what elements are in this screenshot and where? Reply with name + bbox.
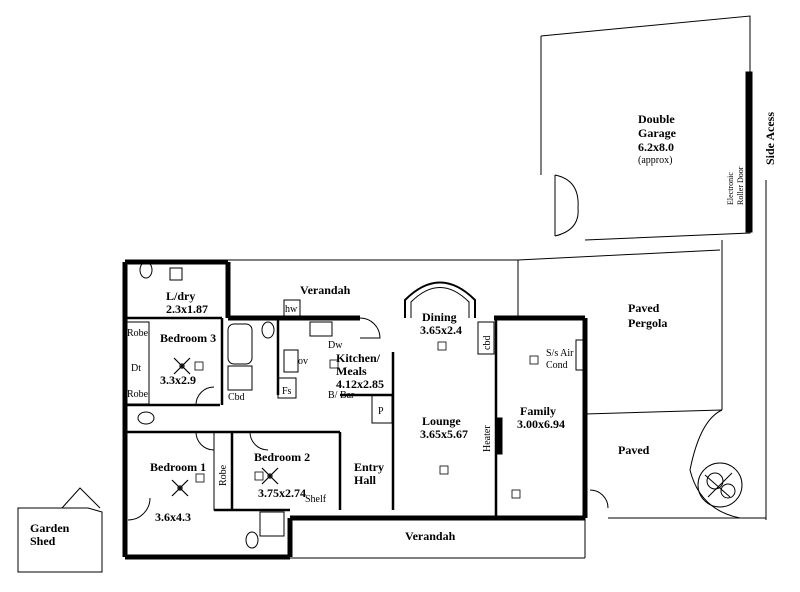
garage-size: 6.2x8.0 — [638, 140, 674, 154]
dining-size: 3.65x2.4 — [420, 323, 462, 337]
dining-bay — [404, 281, 476, 318]
bedroom3-size: 3.3x2.9 — [160, 373, 196, 387]
dining-name: Dining — [422, 310, 457, 324]
basin — [261, 321, 275, 339]
dt-label: Dt — [131, 363, 141, 374]
shed-door — [61, 487, 101, 509]
shed-line1: Garden — [30, 521, 70, 535]
roller-door-label-1: Electronic — [726, 172, 735, 205]
heater-label: Heater — [482, 425, 493, 452]
door-swing — [195, 386, 215, 406]
robe-label: Robe — [127, 328, 149, 339]
light-icon — [529, 355, 539, 365]
shelf-label: Shelf — [305, 494, 327, 505]
robe-strip-bed2 — [213, 431, 233, 511]
bedroom1-size: 3.6x4.3 — [155, 510, 191, 524]
pergola-label-1: Paved — [628, 301, 660, 315]
garage-title-2: Garage — [638, 126, 677, 140]
light-icon — [439, 465, 449, 475]
tree-icon — [697, 462, 743, 508]
paved-label: Paved — [618, 443, 650, 457]
dining-bay-inner — [410, 287, 470, 318]
laundry-name: L/dry — [166, 289, 195, 303]
verandah-bottom-label: Verandah — [405, 529, 456, 543]
garage-note: (approx) — [638, 155, 672, 166]
heater-unit — [495, 417, 503, 455]
light-icon — [254, 471, 264, 481]
garage-door-swing-1 — [554, 174, 579, 209]
toilet — [137, 411, 155, 425]
garage-title: Double — [638, 112, 675, 126]
oven — [309, 321, 333, 337]
air-cond-unit — [575, 339, 585, 371]
fan-icon — [173, 357, 191, 375]
shower-2 — [259, 511, 285, 537]
roller-door-label-2: Roller Door — [736, 166, 745, 205]
family-name: Family — [520, 404, 556, 418]
cbd-dining — [477, 321, 495, 355]
fs-label: Fs — [282, 386, 292, 397]
sink — [169, 267, 183, 281]
light-icon — [194, 361, 204, 371]
fan-icon — [171, 479, 189, 497]
cbd-label: Cbd — [228, 392, 245, 403]
light-icon — [329, 359, 339, 369]
shed-line2: Shed — [30, 534, 56, 548]
pergola-label-2: Pergola — [628, 316, 667, 330]
bathtub — [227, 323, 253, 365]
robe-label: Robe — [127, 389, 149, 400]
kitchen-size: 4.12x2.85 — [336, 377, 384, 391]
stove — [283, 349, 299, 373]
fridge-space — [277, 377, 297, 399]
garage-door-swing-2 — [554, 207, 579, 237]
door-swing — [589, 489, 609, 509]
kitchen-line2: Meals — [336, 364, 367, 378]
roller-door — [745, 71, 753, 233]
entry-line1: Entry — [354, 460, 384, 474]
robe-bed2-label: Robe — [218, 464, 229, 486]
fan-icon — [261, 467, 279, 485]
light-icon — [195, 473, 205, 483]
bedroom3-name: Bedroom 3 — [160, 331, 216, 345]
door-swing — [195, 431, 215, 451]
verandah-top-label: Verandah — [300, 283, 351, 297]
bedroom1-name: Bedroom 1 — [150, 460, 206, 474]
hw-box — [283, 299, 301, 317]
bedroom2-name: Bedroom 2 — [254, 450, 310, 464]
laundry-size: 2.3x1.87 — [166, 302, 208, 316]
door-swing — [127, 497, 151, 521]
light-icon — [437, 341, 447, 351]
lounge-name: Lounge — [422, 414, 461, 428]
dw-label: Dw — [328, 340, 343, 351]
door-swing — [249, 431, 269, 451]
bbar-label: B/ Bar — [328, 390, 355, 401]
hw-label: hw — [285, 304, 298, 315]
pergola-top — [517, 249, 721, 261]
robe-strip — [124, 321, 150, 405]
side-access-label: Side Acess — [763, 112, 777, 165]
shower — [227, 365, 253, 391]
garden-shed — [17, 507, 103, 573]
paved-curve — [689, 409, 741, 519]
cbd-dining-label: cbd — [482, 336, 493, 350]
aircond-label-2: Cond — [546, 360, 568, 371]
pantry — [371, 394, 393, 424]
toilet — [245, 531, 259, 549]
pergola-right-edge — [584, 409, 723, 415]
lounge-size: 3.65x5.67 — [420, 427, 468, 441]
toilet — [139, 261, 153, 279]
bedroom2-size: 3.75x2.74 — [258, 486, 306, 500]
aircond-label-1: S/s Air — [546, 348, 574, 359]
kitchen-line1: Kitchen/ — [336, 351, 381, 365]
ov-label: ov — [298, 356, 308, 367]
p-label: P — [378, 406, 384, 417]
light-icon — [511, 489, 521, 499]
entry-line2: Hall — [354, 473, 377, 487]
door-swing — [359, 317, 381, 339]
family-size: 3.00x6.94 — [517, 417, 565, 431]
